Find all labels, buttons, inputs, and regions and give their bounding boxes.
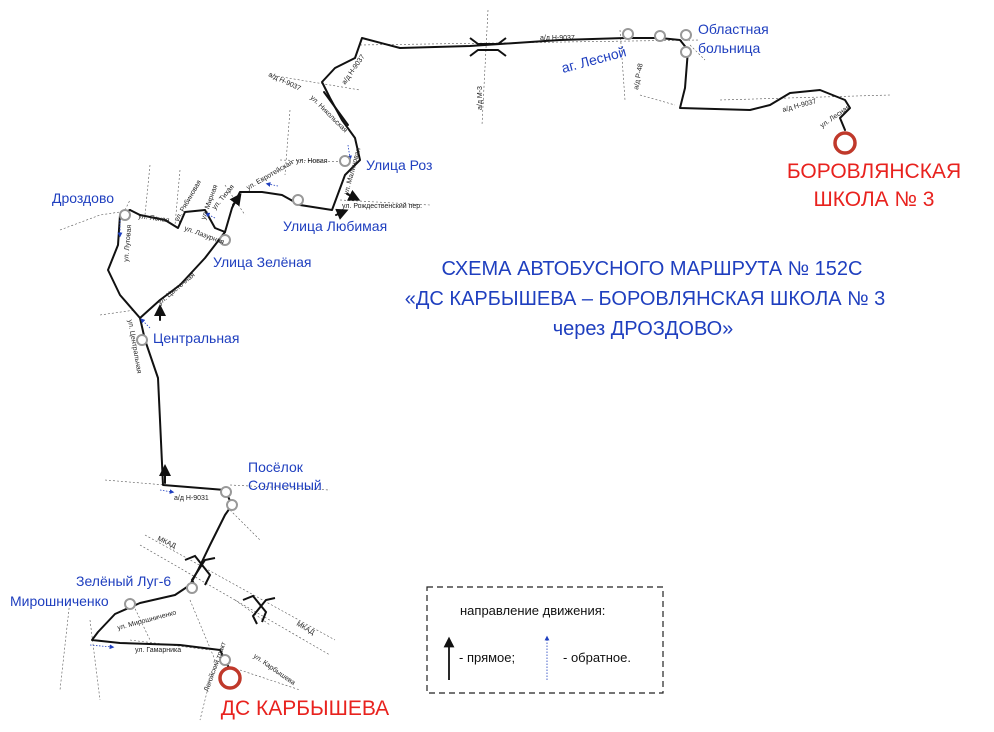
route-reverse-arrows bbox=[89, 144, 353, 650]
background-roads bbox=[59, 9, 891, 721]
legend-reverse-label: - обратное. bbox=[563, 650, 631, 665]
stop-label-drozdovo: Дроздово bbox=[52, 190, 114, 206]
stop-marker-lyubimaya bbox=[292, 194, 304, 206]
stop-label-tsentralnaya: Центральная bbox=[153, 330, 239, 346]
stop-label-oblastnaya-2: больница bbox=[698, 40, 761, 56]
interchange-m3 bbox=[469, 37, 507, 57]
label-mkad-2: МКАД bbox=[295, 621, 316, 637]
stop-marker-solnechny-2 bbox=[226, 499, 238, 511]
label-lazurnaya: ул. Лазурная bbox=[183, 225, 225, 246]
label-n9037-right: а/д Н-9037 bbox=[782, 98, 818, 114]
stop-marker-drozdovo bbox=[119, 209, 131, 221]
stop-label-miroshnichenko: Мирошниченко bbox=[10, 593, 109, 609]
label-n9037-top: а/д Н-9037 bbox=[540, 35, 575, 42]
stop-labels: Областная больница аг. Лесной Улица Роз … bbox=[10, 21, 769, 609]
stop-label-oblastnaya-1: Областная bbox=[698, 21, 769, 37]
stop-marker-solnechny bbox=[220, 486, 232, 498]
stops bbox=[119, 28, 857, 690]
label-lesnaya: ул. Лесная bbox=[819, 104, 852, 130]
stop-label-poselok-2: Солнечный bbox=[248, 477, 322, 493]
stop-marker-roz bbox=[339, 155, 351, 167]
terminal-label-start: ДС КАРБЫШЕВА bbox=[221, 697, 389, 720]
stop-marker-lesnoy-2 bbox=[654, 30, 666, 42]
stop-marker-tsentralnaya bbox=[136, 334, 148, 346]
terminal-marker-karbysheva bbox=[218, 666, 242, 690]
map-title: СХЕМА АВТОБУСНОГО МАРШРУТА № 152С «ДС КА… bbox=[405, 258, 885, 340]
label-mkad-1: МКАД bbox=[156, 535, 177, 550]
label-n9031: а/д Н-9031 bbox=[174, 495, 209, 502]
interchange-mkad-2 bbox=[242, 594, 276, 625]
legend: направление движения: - прямое; - обратн… bbox=[426, 586, 664, 694]
stop-label-poselok-1: Посёлок bbox=[248, 459, 304, 475]
terminal-labels: БОРОВЛЯНСКАЯ ШКОЛА № 3 ДС КАРБЫШЕВА bbox=[221, 160, 961, 720]
stop-marker-zelenaya bbox=[219, 234, 231, 246]
label-tsentralnaya: ул. Центральная bbox=[126, 319, 142, 374]
label-rozhdestvensky: ул. Рождественский пер. bbox=[342, 202, 422, 210]
legend-heading: направление движения: bbox=[460, 603, 605, 618]
label-miroshnichenko-st: ул. Мирошниченко bbox=[117, 609, 178, 631]
legend-forward-label: - прямое; bbox=[459, 650, 515, 665]
label-evroteyskaya: ул. Евротейская bbox=[245, 158, 295, 191]
terminal-marker-school bbox=[833, 131, 857, 155]
label-yasnaya: ул. Ясная bbox=[138, 213, 170, 224]
road-labels: а/д Н-9037 а/д М-3 а/д Р-48 а/д Н-9037 у… bbox=[117, 35, 852, 693]
label-tsvetochnaya: ул. Цветочная bbox=[157, 272, 197, 307]
legend-box bbox=[426, 586, 664, 694]
stop-marker-oblastnaya-2 bbox=[680, 46, 692, 58]
route-forward bbox=[91, 37, 851, 671]
title-line-1: СХЕМА АВТОБУСНОГО МАРШРУТА № 152С bbox=[442, 258, 863, 280]
label-gamarnika: ул. Гамарника bbox=[135, 647, 181, 654]
terminal-label-end-1: БОРОВЛЯНСКАЯ bbox=[787, 160, 961, 183]
label-n9037-left: а/д Н-9037 bbox=[267, 71, 302, 92]
label-malinovaya: ул. Малиновая bbox=[343, 147, 362, 196]
label-m3: а/д М-3 bbox=[477, 86, 484, 110]
title-line-3: через ДРОЗДОВО» bbox=[553, 318, 734, 340]
label-nikolskaya: ул. Никольская bbox=[309, 94, 349, 134]
title-line-2: «ДС КАРБЫШЕВА – БОРОВЛЯНСКАЯ ШКОЛА № 3 bbox=[405, 288, 885, 310]
stop-marker-zeleny-lug bbox=[186, 582, 198, 594]
stop-label-ulitsa-roz: Улица Роз bbox=[366, 157, 432, 173]
stop-marker-karbysheva-2 bbox=[219, 654, 231, 666]
stop-marker-oblastnaya bbox=[680, 29, 692, 41]
stop-label-ulitsa-lyubimaya: Улица Любимая bbox=[283, 218, 387, 234]
terminal-label-end-2: ШКОЛА № 3 bbox=[813, 188, 934, 211]
stop-marker-lesnoy-1 bbox=[622, 28, 634, 40]
stop-label-ag-lesnoy: аг. Лесной bbox=[560, 43, 628, 76]
label-ryabinovaya: ул. Рябиновая bbox=[173, 179, 203, 223]
stop-marker-miroshnichenko bbox=[124, 598, 136, 610]
stop-label-zeleny-lug: Зелёный Луг-6 bbox=[76, 573, 171, 589]
label-r48: а/д Р-48 bbox=[633, 63, 645, 91]
label-novaya: ул. Новая bbox=[296, 158, 328, 165]
stop-label-ulitsa-zelenaya: Улица Зелёная bbox=[213, 254, 311, 270]
label-lugovaya: ул. Луговая bbox=[123, 224, 133, 262]
